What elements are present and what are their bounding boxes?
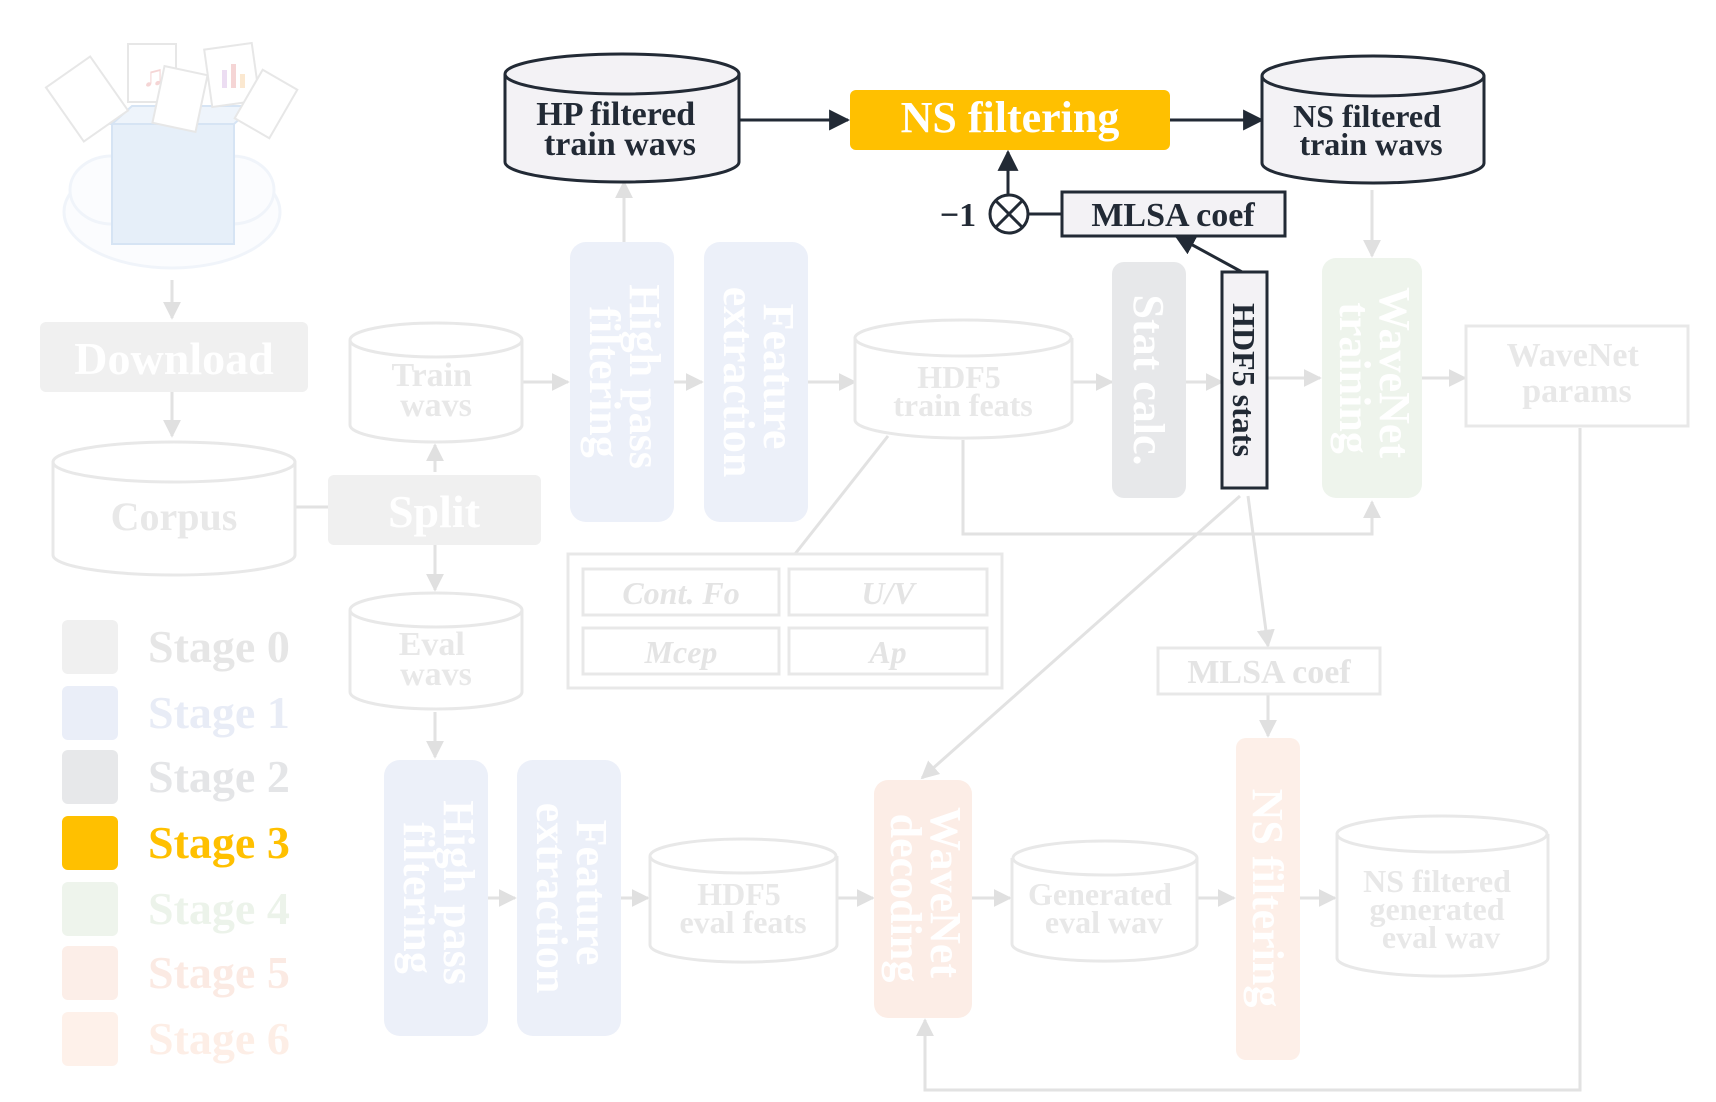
feat-cont-f0-label: Cont. Fo [622, 575, 739, 611]
wavenet-training-label: WaveNet training [1330, 287, 1419, 469]
legend-label: Stage 3 [148, 817, 290, 868]
hdf5-eval-feats-label: HDF5 eval feats [679, 876, 806, 940]
download-node: Download [40, 322, 308, 392]
hdf5-eval-feats-cylinder: HDF5 eval feats [648, 837, 839, 964]
feature-extraction-train-node: Feature extraction [704, 242, 808, 522]
mlsa-coef-top-label: MLSA coef [1091, 197, 1255, 234]
mlsa-coef-top-node: MLSA coef [1060, 190, 1287, 238]
arrow-hdf5-stats-to-mlsa [1174, 234, 1243, 274]
hdf5-stats-node: HDF5 stats [1220, 270, 1269, 490]
eval-wavs-cylinder: Eval wavs [348, 591, 524, 711]
ns-filtering-top-node: NS filtering [850, 90, 1170, 150]
ns-filtering-bottom-node: NS filtering [1236, 738, 1300, 1060]
hp-filtering-eval-label: High pass filtering [394, 800, 483, 996]
active-arrows [738, 109, 1265, 274]
legend-label: Stage 1 [148, 687, 290, 738]
multiply-operator: −1 [940, 193, 1030, 235]
wavenet-params-label: WaveNet params [1507, 337, 1648, 410]
active-nodes: HP filtered train wavs NS filtering NS f… [503, 52, 1486, 490]
ns-filtering-top-label: NS filtering [901, 93, 1120, 142]
hp-filtered-train-wavs-label: HP filtered train wavs [536, 96, 703, 163]
legend-swatch [62, 750, 118, 804]
legend-swatch [62, 620, 118, 674]
wavenet-params-node: WaveNet params [1464, 324, 1690, 428]
mlsa-coef-bottom-label: MLSA coef [1187, 654, 1351, 691]
ns-filtered-generated-eval-wav-cylinder: NS filtered generated eval wav [1335, 814, 1550, 978]
legend-label: Stage 6 [148, 1013, 290, 1064]
split-label: Split [388, 486, 481, 537]
eval-wavs-label: Eval wavs [399, 626, 474, 693]
ns-filtered-train-wavs-cylinder: NS filtered train wavs [1260, 54, 1486, 185]
legend-swatch [62, 946, 118, 1000]
wavenet-decoding-node: WaveNet decoding [874, 780, 972, 1018]
legend-swatch [62, 882, 118, 936]
stage-legend: Stage 0 Stage 1 Stage 2 Stage 3 Stage 4 … [62, 620, 290, 1066]
legend-item-stage-6: Stage 6 [62, 1012, 290, 1066]
wavenet-training-node: WaveNet training [1322, 258, 1422, 498]
stat-calc-node: Stat calc. [1112, 262, 1186, 498]
legend-item-stage-5: Stage 5 [62, 946, 290, 1000]
stat-calc-label: Stat calc. [1124, 294, 1173, 465]
feature-extraction-eval-node: Feature extraction [517, 760, 621, 1036]
corpus-cylinder: Corpus [51, 440, 297, 577]
legend-swatch [62, 1012, 118, 1066]
hp-filtering-train-label: High pass filtering [580, 284, 669, 480]
legend-item-stage-4: Stage 4 [62, 882, 290, 936]
legend-swatch [62, 686, 118, 740]
arrow-params-to-decoding [916, 428, 1582, 1092]
ns-filtered-generated-eval-wav-label: NS filtered generated eval wav [1363, 863, 1519, 955]
hp-filtering-train-node: High pass filtering [570, 242, 674, 522]
generated-eval-wav-cylinder: Generated eval wav [1010, 839, 1199, 963]
feature-extraction-eval-label: Feature extraction [527, 803, 616, 994]
arrow-hdf5-train-to-training-bottom [961, 440, 1381, 536]
train-wavs-label: Train wavs [391, 357, 480, 424]
feat-uv-label: U/V [861, 575, 917, 611]
features-group: Cont. Fo U/V Mcep Ap [566, 552, 1004, 690]
hdf5-stats-label: HDF5 stats [1226, 303, 1262, 457]
train-wavs-cylinder: Train wavs [348, 321, 524, 444]
feat-mcep-label: Mcep [644, 634, 718, 670]
legend-swatch [62, 816, 118, 870]
minus-one-label: −1 [940, 197, 976, 234]
corpus-label: Corpus [111, 494, 238, 539]
faded-arrows [163, 180, 1582, 1092]
legend-label: Stage 0 [148, 621, 290, 672]
faded-nodes: Download Corpus Split Train wavs Eval wa… [40, 242, 1690, 1060]
legend-label: Stage 5 [148, 947, 290, 998]
legend-item-stage-0: Stage 0 [62, 620, 290, 674]
hp-filtering-eval-node: High pass filtering [384, 760, 488, 1036]
legend-label: Stage 4 [148, 883, 290, 934]
split-node: Split [328, 475, 541, 545]
hp-filtered-train-wavs-cylinder: HP filtered train wavs [503, 52, 741, 184]
ns-filtered-train-wavs-label: NS filtered train wavs [1293, 98, 1449, 162]
ns-filtering-bottom-label: NS filtering [1243, 789, 1292, 1008]
svg-text:♫: ♫ [142, 60, 165, 93]
mlsa-coef-bottom-node: MLSA coef [1156, 646, 1382, 696]
link-hdf5-train-to-features [793, 435, 890, 555]
cloud-download-icon: ♫ [44, 41, 299, 270]
legend-label: Stage 2 [148, 751, 290, 802]
arrow-hdf5-stats-to-mlsa-bottom [1246, 495, 1275, 648]
feature-extraction-train-label: Feature extraction [714, 287, 803, 478]
hdf5-train-feats-label: HDF5 train feats [893, 359, 1033, 423]
legend-item-stage-3: Stage 3 [62, 816, 290, 870]
hdf5-train-feats-cylinder: HDF5 train feats [853, 318, 1074, 440]
generated-eval-wav-label: Generated eval wav [1028, 876, 1180, 940]
download-label: Download [74, 333, 274, 384]
legend-item-stage-1: Stage 1 [62, 686, 290, 740]
feat-ap-label: Ap [867, 634, 906, 670]
legend-item-stage-2: Stage 2 [62, 750, 290, 804]
arrow-hdf5-stats-to-decoding [920, 494, 1241, 780]
wavenet-decoding-label: WaveNet decoding [881, 807, 970, 989]
